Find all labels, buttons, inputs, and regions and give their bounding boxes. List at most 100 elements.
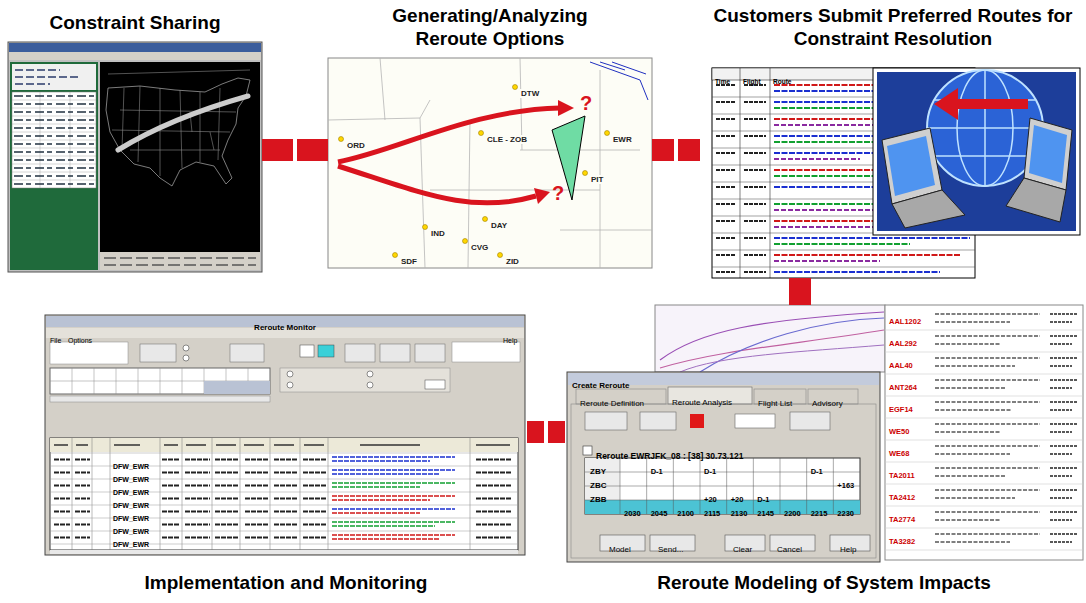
tab-label: Advisory bbox=[812, 399, 843, 408]
time-label: 2145 bbox=[757, 510, 774, 519]
label-anchor: EWR bbox=[612, 128, 633, 146]
label-anchor: TA2774 bbox=[889, 508, 915, 526]
label-anchor: ZBY bbox=[590, 460, 606, 478]
reroute-monitor-screenshot-part bbox=[300, 345, 314, 357]
table-cell: +163 bbox=[837, 482, 854, 491]
label-anchor: DFW_EWR bbox=[113, 468, 149, 486]
label-anchor: D-1 bbox=[811, 460, 823, 478]
table-cell: D-1 bbox=[811, 468, 823, 477]
table-cell: +20 bbox=[704, 496, 717, 505]
reroute-monitor-screenshot-part bbox=[230, 344, 264, 362]
reroute-monitor-screenshot bbox=[45, 315, 525, 555]
label-anchor: Reroute EWRJFK_08 : [38] 30.73.121 bbox=[596, 445, 743, 463]
reroute-modeling-screenshot-part bbox=[790, 412, 830, 430]
reroute-modeling-screenshot-part bbox=[571, 404, 876, 558]
flight-id: AAL1202 bbox=[889, 318, 921, 327]
label-anchor: D-1 bbox=[704, 460, 716, 478]
label-anchor: Help bbox=[840, 538, 856, 556]
reroute-map-part bbox=[328, 58, 652, 268]
reroute-monitor-screenshot-part bbox=[50, 368, 270, 394]
label-anchor: ANT264 bbox=[889, 376, 917, 394]
table-cell: DFW_EWR bbox=[113, 502, 149, 510]
reroute-monitor-screenshot-part bbox=[332, 496, 455, 539]
null-part bbox=[339, 85, 610, 258]
reroute-modeling-screenshot-part bbox=[585, 412, 627, 430]
label-anchor: DFW_EWR bbox=[113, 494, 149, 512]
map-label: SDF bbox=[400, 257, 418, 266]
reroute-modeling-screenshot-part bbox=[1050, 314, 1078, 542]
time-label: 2100 bbox=[677, 510, 694, 519]
label-anchor: WE50 bbox=[889, 420, 909, 438]
label-anchor: IND bbox=[430, 222, 446, 240]
label-anchor: D-1 bbox=[757, 488, 769, 506]
label-anchor: 2200 bbox=[784, 502, 801, 520]
constraint-screenshot bbox=[8, 42, 262, 272]
constraint-screenshot-part bbox=[8, 42, 262, 272]
route-table-part bbox=[740, 68, 770, 278]
menu-item: File bbox=[50, 337, 61, 345]
reroute-monitor-screenshot-part bbox=[452, 342, 520, 362]
label-anchor: +20 bbox=[704, 488, 717, 506]
map-label: IND bbox=[430, 229, 446, 238]
reroute-modeling-screenshot-part bbox=[660, 330, 884, 368]
reroute-monitor-screenshot-part bbox=[183, 355, 189, 361]
label-anchor: 2115 bbox=[704, 502, 720, 520]
label-anchor: DFW_EWR bbox=[113, 520, 149, 538]
reroute-map-part bbox=[328, 58, 652, 268]
label-anchor: CVG bbox=[470, 236, 489, 254]
panel: Constraint Sharing bbox=[8, 3, 262, 272]
reroute-modeling-screenshot-part bbox=[735, 414, 775, 428]
label-anchor: AAL40 bbox=[889, 354, 913, 372]
label-anchor: ZBC bbox=[590, 474, 606, 492]
flight-id: TA2011 bbox=[889, 472, 915, 481]
label-anchor: Options bbox=[68, 329, 92, 347]
null-part-part bbox=[605, 131, 610, 136]
route-table-part bbox=[716, 85, 766, 272]
tab-label: Reroute Definition bbox=[580, 399, 644, 408]
row-label: ZBC bbox=[590, 481, 606, 490]
network-icon bbox=[873, 68, 1080, 235]
reroute-modeling-screenshot-part bbox=[585, 458, 860, 514]
reroute-monitor-screenshot-part bbox=[140, 344, 176, 362]
constraint-screenshot-part bbox=[12, 64, 96, 90]
label-anchor: Reroute Definition bbox=[580, 392, 644, 410]
network-icon-part bbox=[892, 190, 965, 228]
panel-heading: Reroute Modeling of System Impacts bbox=[657, 572, 991, 595]
map-label: CVG bbox=[470, 243, 489, 252]
constraint-screenshot-part bbox=[104, 258, 256, 265]
reroute-map-part bbox=[534, 188, 550, 204]
label-anchor: AAL292 bbox=[889, 332, 917, 350]
panel-heading: Customers Submit Preferred Routes for Co… bbox=[704, 5, 1082, 51]
label-anchor: ? bbox=[552, 182, 564, 205]
menu-item: Options bbox=[68, 337, 92, 345]
null-part-part bbox=[513, 85, 518, 90]
reroute-monitor-screenshot-part bbox=[72, 438, 470, 550]
table-cell: DFW_EWR bbox=[113, 463, 149, 471]
reroute-modeling-screenshot-part bbox=[640, 412, 676, 430]
label-anchor: 2100 bbox=[677, 502, 694, 520]
constraint-screenshot-part bbox=[9, 52, 261, 60]
row-label: ZBB bbox=[590, 495, 606, 504]
connector-link bbox=[652, 139, 700, 161]
label-anchor: Model bbox=[609, 538, 631, 556]
button-label: Cancel bbox=[777, 545, 802, 554]
constraint-screenshot-part bbox=[15, 70, 80, 84]
window-title: Reroute Monitor bbox=[254, 323, 316, 332]
table-cell: +20 bbox=[731, 496, 744, 505]
flight-id: TA2412 bbox=[889, 494, 915, 503]
label-anchor: AAL1202 bbox=[889, 310, 921, 328]
column-header: Route bbox=[773, 78, 791, 85]
reroute-monitor-screenshot-part bbox=[54, 444, 510, 446]
time-label: 2030 bbox=[624, 510, 641, 519]
flight-id: AAL40 bbox=[889, 362, 913, 371]
reroute-monitor-screenshot-part bbox=[50, 438, 518, 452]
label-anchor: DFW_EWR bbox=[113, 455, 149, 473]
connector-link bbox=[789, 278, 811, 305]
reroute-modeling-screenshot-part bbox=[655, 305, 885, 372]
label-anchor: Route bbox=[773, 70, 791, 88]
null-part-part bbox=[479, 131, 484, 136]
flight-id: TA3282 bbox=[889, 538, 915, 547]
label-anchor: CLE - ZOB bbox=[486, 128, 528, 146]
panel-heading: Implementation and Monitoring bbox=[145, 572, 428, 595]
